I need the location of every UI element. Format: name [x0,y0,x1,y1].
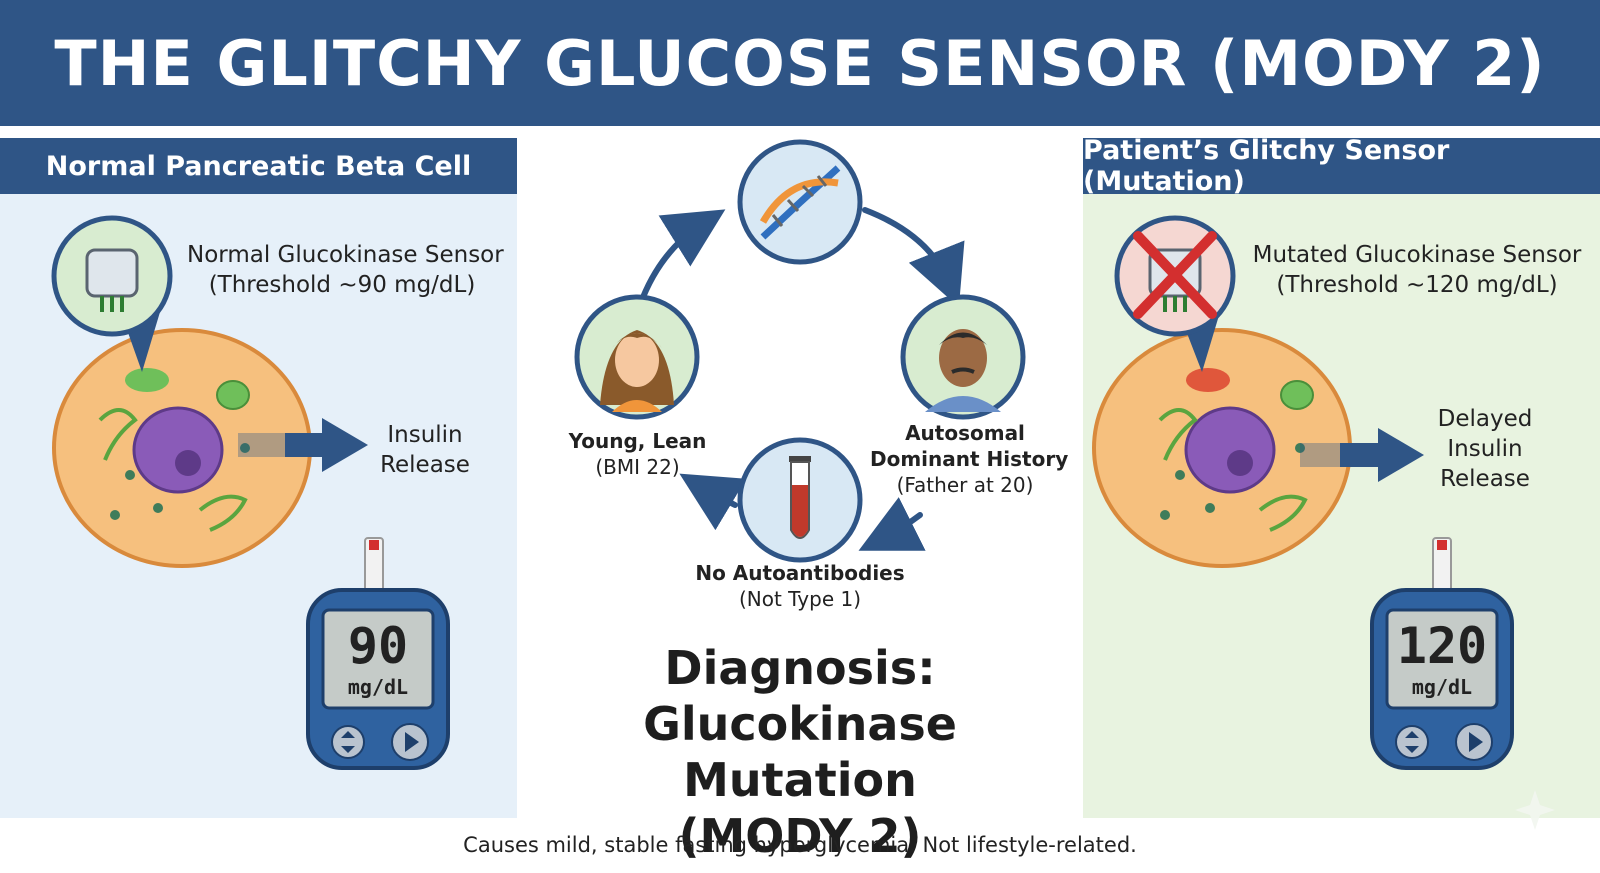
blood-test-tube-icon [737,437,863,563]
insulin-release-arrow [238,418,368,472]
normal-beta-cell [52,328,312,568]
normal-sensor-chip-icon [85,248,139,312]
diagnosis-name: Glucokinase Mutation [643,697,957,807]
mutation-panel-header: Patient’s Glitchy Sensor (Mutation) [1083,135,1600,197]
insulin-release-label-1: Insulin [387,422,463,448]
cycle-arrows [637,207,965,551]
delayed-insulin-arrow [1300,428,1424,482]
normal-sensor-label: Normal Glucokinase Sensor [187,242,504,268]
diagnosis-type: (MODY 2) [678,809,922,863]
delayed-insulin-label-1: Delayed [1437,406,1533,432]
mutant-meter-unit: mg/dL [1411,675,1473,699]
footer-note: Causes mild, stable fasting hyperglycemi… [463,833,1137,857]
diagnosis-heading: Diagnosis: [664,641,936,695]
history-label-2: Dominant History [870,447,1069,471]
father-avatar [900,294,1026,420]
diagnosis-block: Diagnosis: Glucokinase Mutation (MODY 2) [520,640,1080,864]
broken-sensor-x-icon [1133,231,1217,319]
mutant-meter-value: 120 [1396,617,1488,675]
sparkle-icon [1515,790,1555,830]
mutant-beta-cell [1092,328,1352,568]
mutant-sensor-label: Mutated Glucokinase Sensor [1252,242,1582,268]
history-label-1: Autosomal [905,421,1025,445]
history-label-3: (Father at 20) [896,473,1034,497]
insulin-release-label-2: Release [380,452,470,478]
autoantibody-label-2: (Not Type 1) [738,587,862,611]
normal-threshold-label: (Threshold ~90 mg/dL) [208,272,476,298]
normal-glucose-meter [306,537,450,770]
page-title: THE GLITCHY GLUCOSE SENSOR (MODY 2) [54,26,1546,100]
normal-meter-unit: mg/dL [347,675,409,699]
title-banner: THE GLITCHY GLUCOSE SENSOR (MODY 2) [0,0,1600,126]
delayed-insulin-label-2: Insulin [1447,436,1523,462]
autoantibody-label-1: No Autoantibodies [695,561,905,585]
young-lean-patient-avatar [574,294,700,420]
normal-panel-header: Normal Pancreatic Beta Cell [0,138,517,194]
dna-icon [737,139,863,265]
patient-label-2: (BMI 22) [595,455,680,479]
normal-meter-value: 90 [347,617,409,675]
mutant-glucose-meter [1370,537,1514,770]
mutant-threshold-label: (Threshold ~120 mg/dL) [1276,272,1558,298]
delayed-insulin-label-3: Release [1440,466,1530,492]
patient-label-1: Young, Lean [568,429,707,453]
